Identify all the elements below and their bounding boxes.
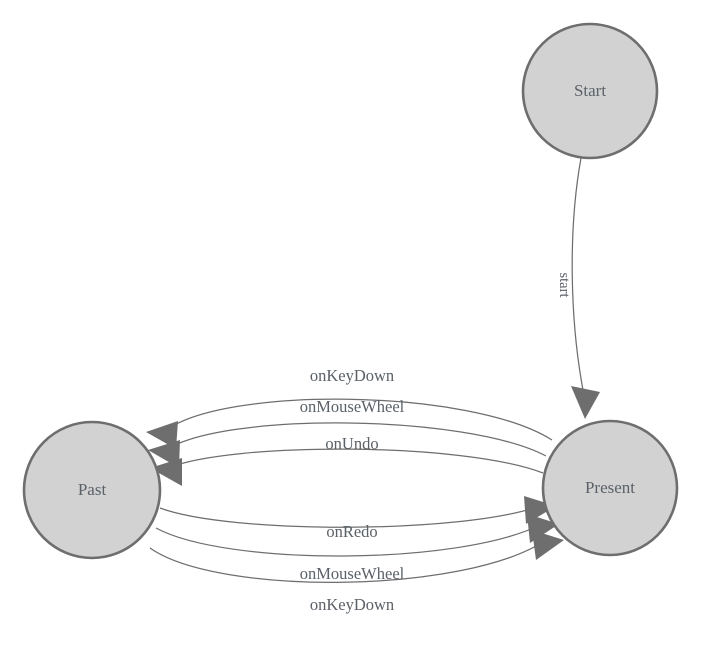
start-node-circle [521, 22, 659, 160]
edge-path-past-present-2 [155, 523, 543, 557]
edge-present-to-past-onundo[interactable]: onUndo [150, 434, 544, 486]
edge-label-past-present-3: onKeyDown [310, 595, 394, 614]
arrowhead-present-past-1 [146, 421, 178, 449]
state-node-present[interactable]: Present [541, 419, 679, 557]
arrowhead-past-present-3 [532, 530, 564, 560]
edge-label-present-past-3: onUndo [325, 434, 378, 453]
state-node-start[interactable]: Start [521, 22, 659, 160]
past-node-circle [22, 420, 162, 560]
arrowhead-present-past-2 [148, 440, 180, 468]
present-node-label: Present [585, 478, 635, 497]
edge-present-to-past-onmousewheel[interactable]: onMouseWheel [148, 397, 547, 468]
start-node-label: Start [574, 81, 606, 100]
edge-present-to-past-onkeydown[interactable]: onKeyDown [146, 366, 553, 449]
arrowhead-start-present [571, 386, 600, 419]
edge-path-past-present-3 [149, 539, 547, 583]
arrowhead-present-past-3 [150, 458, 182, 486]
edge-path-present-past-2 [165, 422, 547, 457]
edge-label-start: start [556, 273, 572, 298]
edge-label-past-present-1: onRedo [326, 522, 377, 541]
past-node-label: Past [78, 480, 107, 499]
edge-path-present-past-1 [163, 398, 553, 441]
edge-label-present-past-2: onMouseWheel [300, 397, 405, 416]
edge-label-past-present-2: onMouseWheel [300, 564, 405, 583]
edge-start-to-present[interactable]: start [556, 157, 600, 419]
edge-past-to-present-onkeydown[interactable]: onKeyDown [149, 530, 564, 614]
state-node-past[interactable]: Past [22, 420, 162, 560]
edge-past-to-present-onredo[interactable]: onRedo [159, 496, 556, 541]
present-node-circle [541, 419, 679, 557]
edge-label-present-past-1: onKeyDown [310, 366, 394, 385]
edge-path-start-present [571, 157, 584, 391]
edge-path-past-present-1 [159, 505, 541, 528]
edge-path-present-past-3 [167, 448, 544, 474]
